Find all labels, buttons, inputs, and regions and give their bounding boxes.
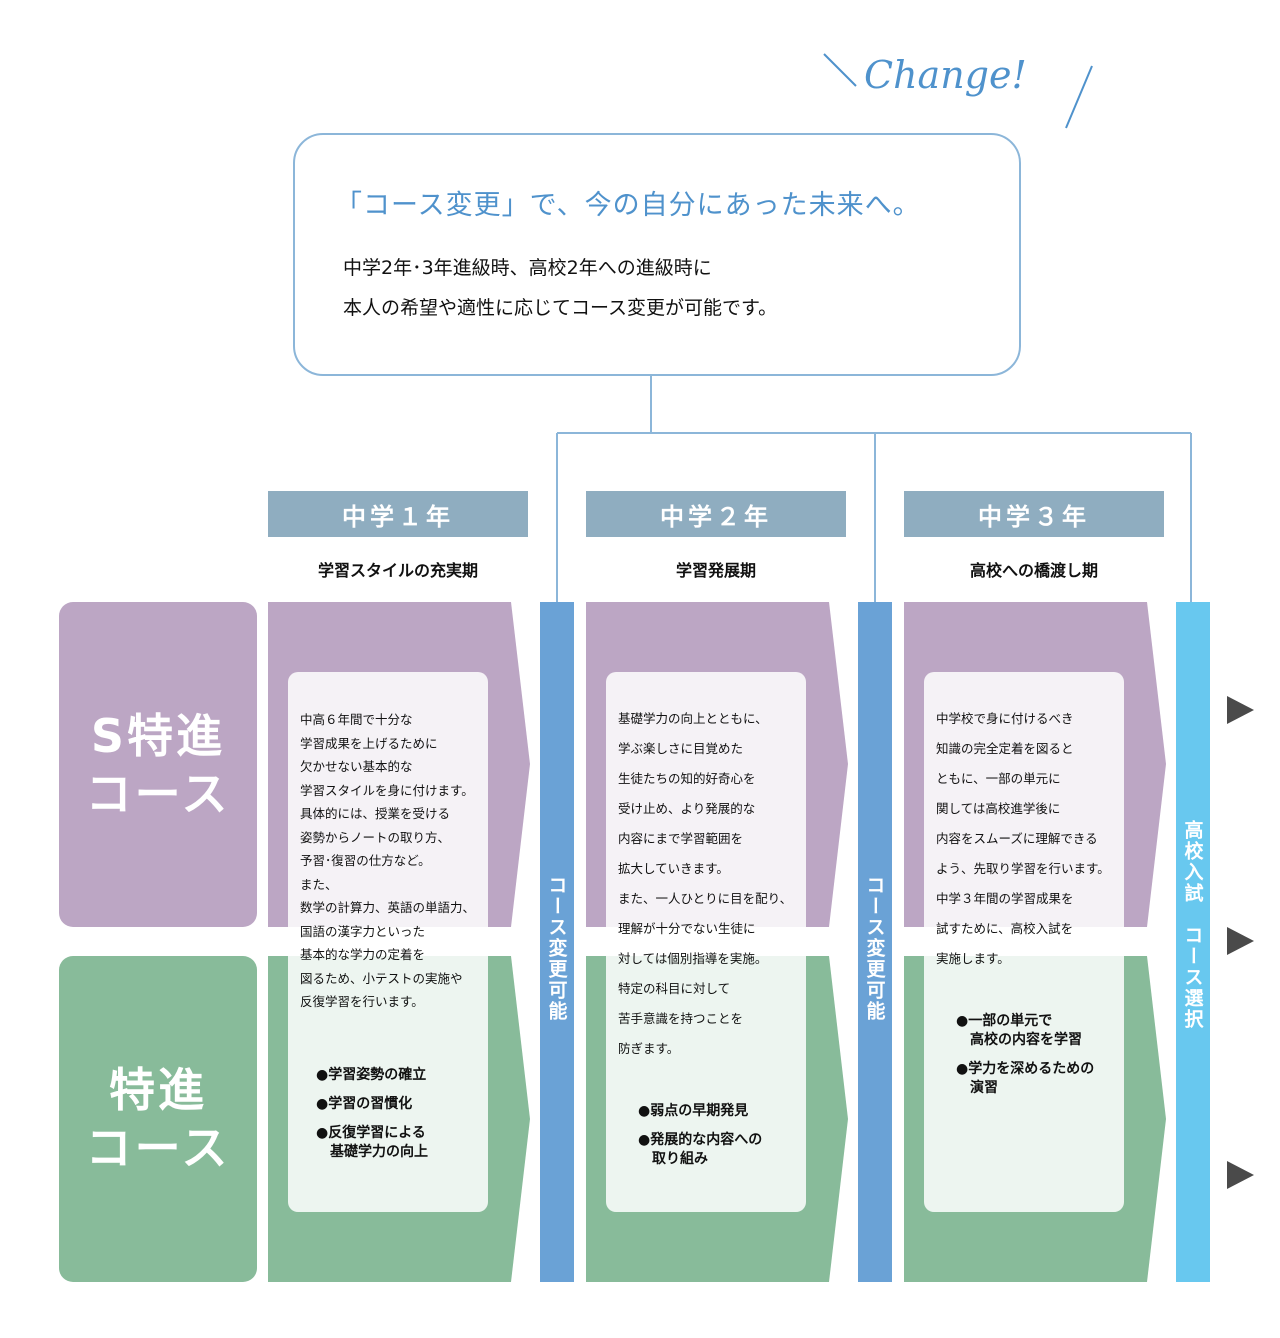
bullet-item: ●学力を深めるための 演習 [956,1061,1095,1096]
bullet-item: ●反復学習による 基礎学力の向上 [316,1125,428,1160]
change-text: Change! [864,53,1027,97]
stage-3-card: 中学校で身に付けるべき知識の完全定着を図るとともに、一部の単元に関しては高校進学… [924,672,1124,1212]
stage-3: 中学校で身に付けるべき知識の完全定着を図るとともに、一部の単元に関しては高校進学… [904,602,1169,1282]
stage-2-description: 基礎学力の向上とともに、学ぶ楽しさに目覚めた生徒たちの知的好奇心を受け止め、より… [618,711,793,1056]
bullet-item: ●弱点の早期発見 [638,1103,749,1119]
intro-line-2: 本人の希望や適性に応じてコース変更が可能です。 [343,297,778,319]
bullet-item: ●学習姿勢の確立 [316,1067,427,1083]
high-school-exam-bar-text: 高校入試 コース選択 [1181,820,1204,1030]
stage-1-bullets: ●学習姿勢の確立 ●学習の習慣化 ●反復学習による 基礎学力の向上 [316,1066,428,1172]
high-school-exam-bar: 高校入試 コース選択 [1176,602,1210,1282]
t-course-line-2: コース [85,1121,231,1175]
intro-line-1: 中学2年･3年進級時、高校2年への進級時に [343,257,712,279]
stage-3-bullets: ●一部の単元で 高校の内容を学習 ●学力を深めるための 演習 [956,1012,1094,1108]
course-change-bar-2-text: コース変更可能 [863,875,886,1022]
change-lettering: Change! [823,53,1093,129]
course-change-bar-1-text: コース変更可能 [545,875,568,1022]
stage-1-card: 中高６年間で十分な学習成果を上げるために欠かせない基本的な学習スタイルを身に付け… [288,672,488,1212]
stage-2-card: 基礎学力の向上とともに、学ぶ楽しさに目覚めた生徒たちの知的好奇心を受け止め、より… [606,672,806,1212]
t-course-line-1: 特進 [108,1063,207,1117]
bullet-item: ●一部の単元で 高校の内容を学習 [956,1013,1082,1048]
intro-heading: 「コース変更」で、今の自分にあった未来へ。 [335,190,921,221]
arrow-right-icon [1227,927,1254,955]
grade-subtitle-3: 高校への橋渡し期 [969,561,1098,580]
intro-box: 「コース変更」で、今の自分にあった未来へ。 中学2年･3年進級時、高校2年への進… [293,133,1021,376]
grade-tab-1: 中学１年 [268,491,528,537]
s-course-line-1: S特進 [90,708,226,763]
stage-1-description: 中高６年間で十分な学習成果を上げるために欠かせない基本的な学習スタイルを身に付け… [300,712,476,1009]
stage-3-description: 中学校で身に付けるべき知識の完全定着を図るとともに、一部の単元に関しては高校進学… [936,711,1110,966]
change-title: Change! [820,40,1110,130]
grade-subtitle-1: 学習スタイルの充実期 [317,561,478,580]
grade-tab-2: 中学２年 [586,491,846,537]
course-change-bar-1: コース変更可能 [540,602,574,1282]
grade-subtitle-2: 学習発展期 [675,561,756,580]
course-change-bar-2: コース変更可能 [858,602,892,1282]
s-course-block: S特進コース [59,602,257,927]
bullet-item: ●学習の習慣化 [316,1096,413,1112]
grade-tab-3: 中学３年 [904,491,1164,537]
bullet-item: ●発展的な内容への 取り組み [638,1132,763,1167]
arrow-right-icon [1227,1161,1254,1189]
s-course-line-2: コース [85,766,231,821]
arrow-right-icon [1227,696,1254,724]
t-course-block: 特進コース [59,956,257,1282]
stage-2-bullets: ●弱点の早期発見 ●発展的な内容への 取り組み [638,1102,762,1179]
stage-2: 基礎学力の向上とともに、学ぶ楽しさに目覚めた生徒たちの知的好奇心を受け止め、より… [586,602,851,1282]
stage-1: 中高６年間で十分な学習成果を上げるために欠かせない基本的な学習スタイルを身に付け… [268,602,533,1282]
